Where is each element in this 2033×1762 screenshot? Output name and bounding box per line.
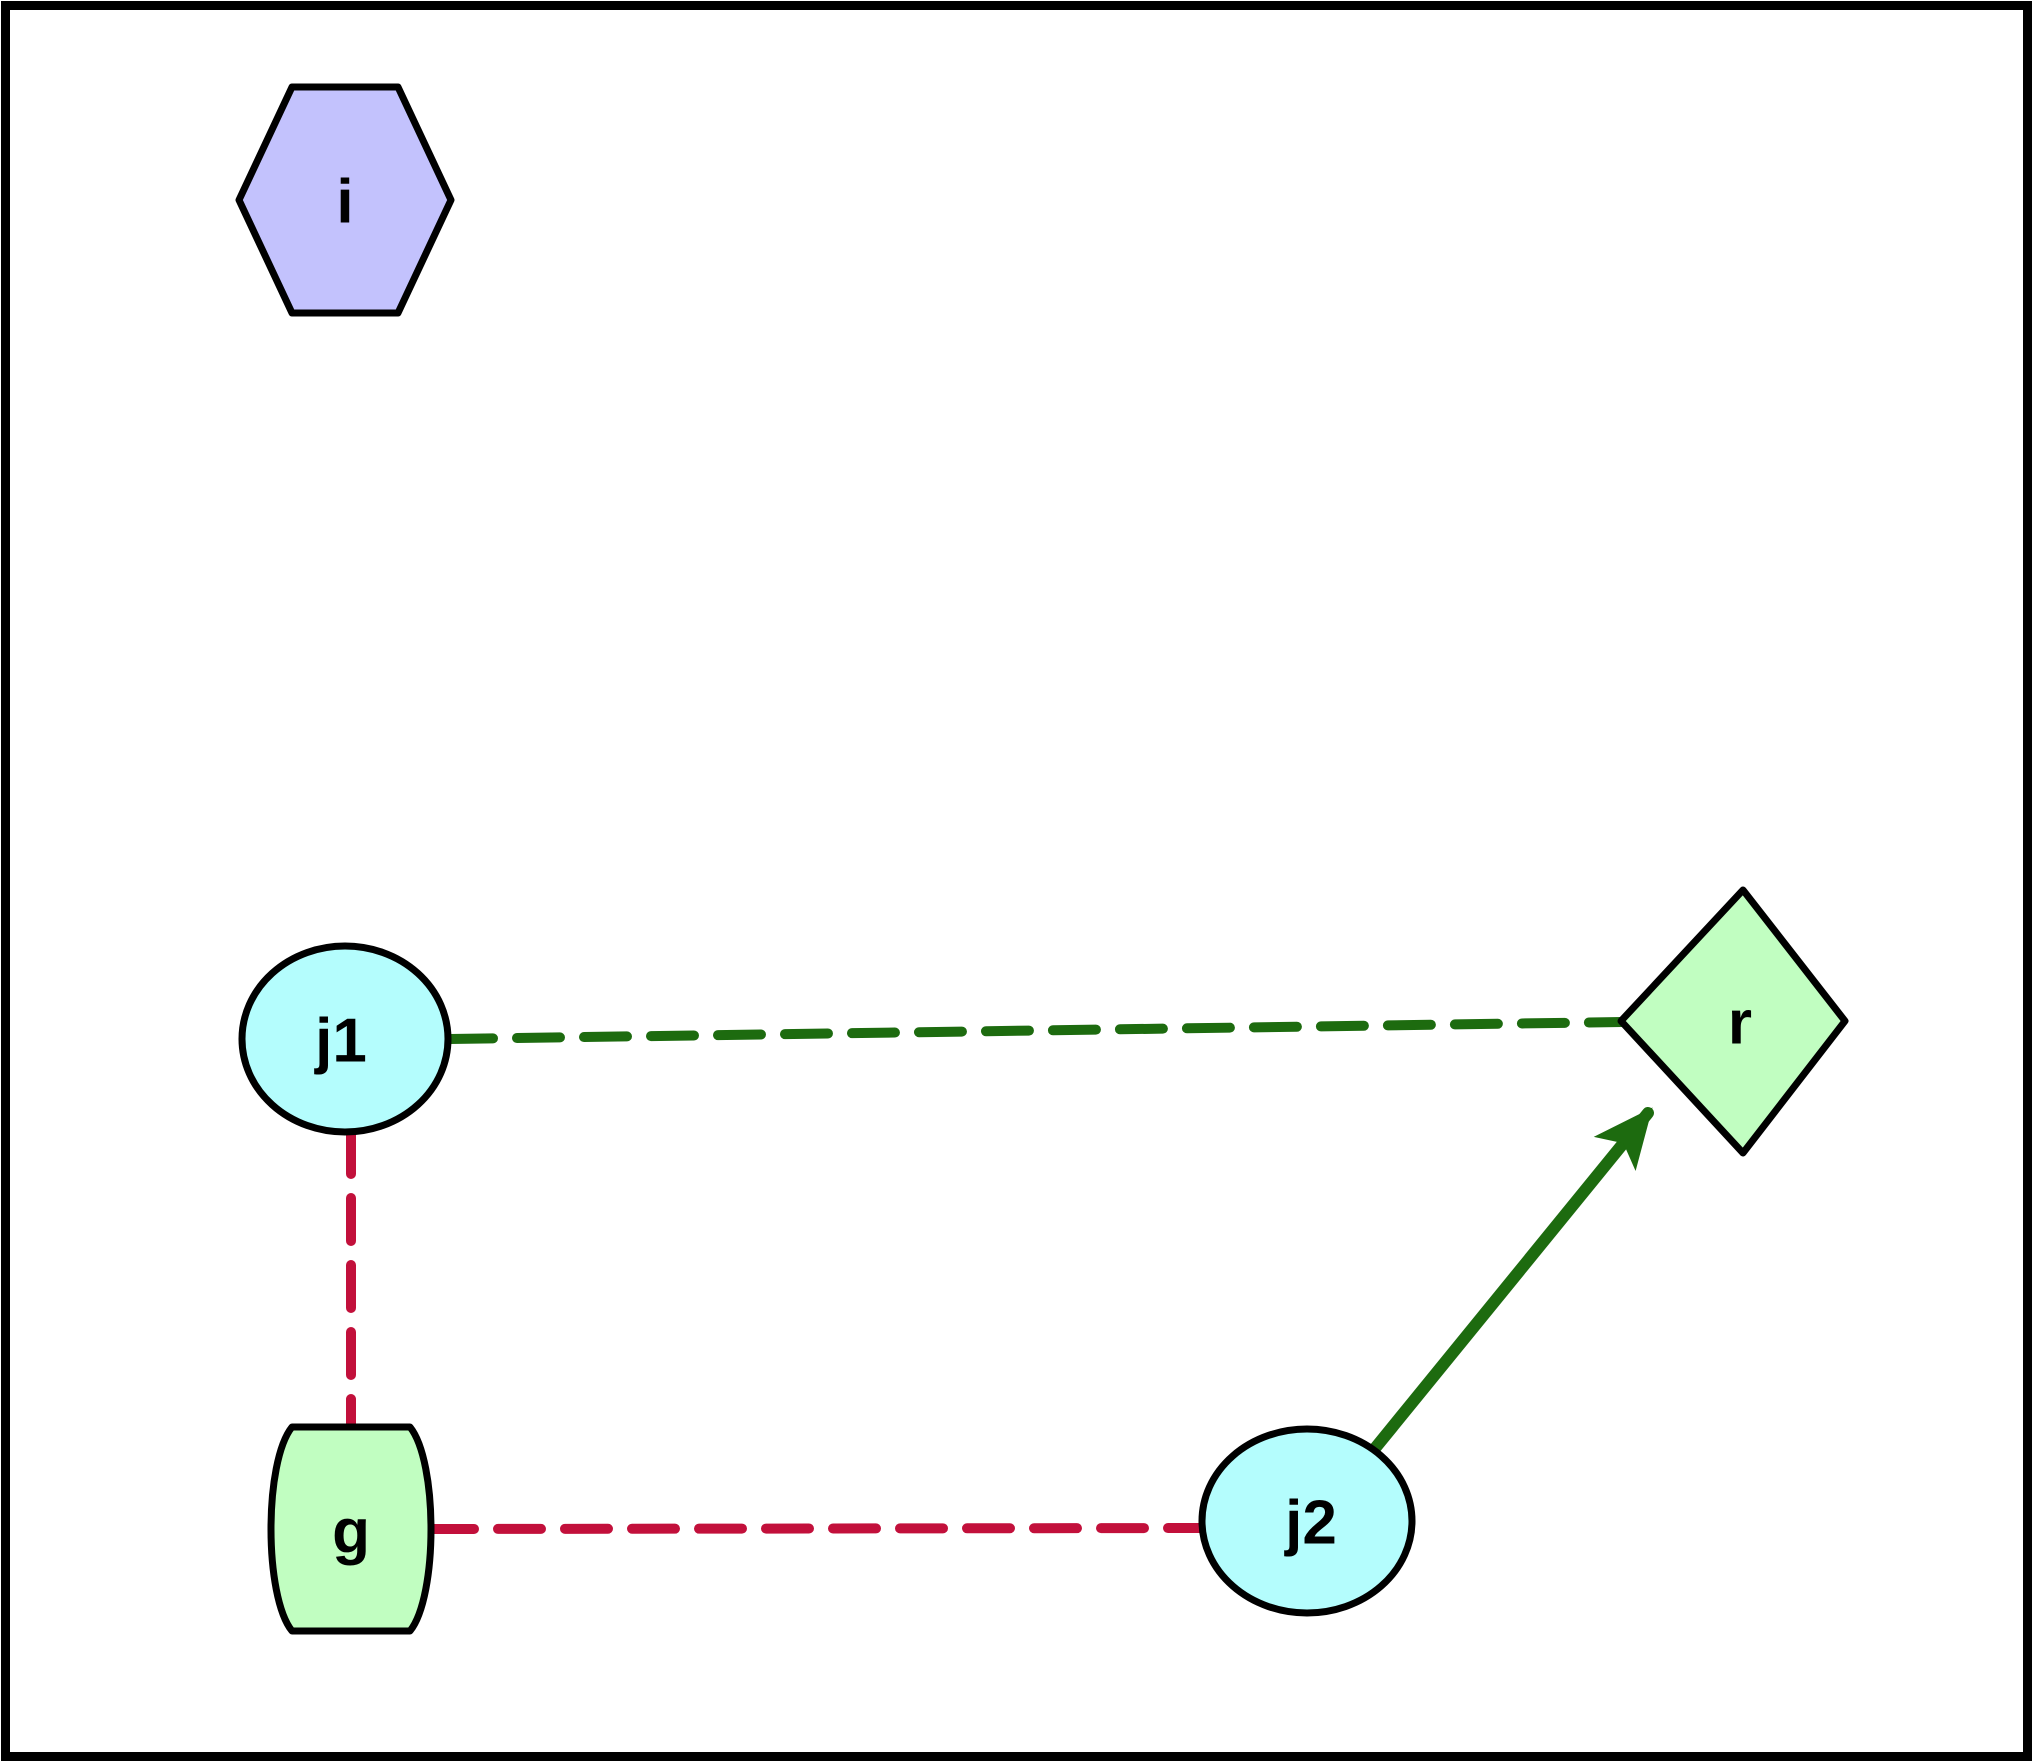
node-g-label: g	[332, 1498, 370, 1567]
node-g[interactable]: g	[267, 1423, 435, 1635]
node-j2-circle[interactable]	[1198, 1425, 1416, 1617]
node-j2[interactable]: j2	[1198, 1425, 1416, 1617]
node-i[interactable]: i	[235, 83, 455, 317]
edge-j2-r-arrow[interactable]	[1366, 1107, 1654, 1458]
node-r-diamond[interactable]	[1617, 886, 1849, 1157]
edge-g-j2[interactable]	[426, 1523, 1208, 1534]
node-i-label: i	[336, 168, 353, 237]
node-j2-label: j2	[1284, 1489, 1337, 1558]
node-g-barrel[interactable]	[267, 1423, 435, 1635]
edge-j1-r[interactable]	[445, 1017, 1627, 1044]
node-r-label: r	[1728, 989, 1752, 1058]
node-i-hexagon[interactable]	[235, 83, 455, 317]
edge-layer	[346, 1017, 1654, 1534]
node-j1-circle[interactable]	[238, 942, 452, 1136]
node-layer: i j1 g j2 r	[235, 83, 1849, 1635]
node-j1[interactable]: j1	[238, 942, 452, 1136]
node-r[interactable]: r	[1617, 886, 1849, 1157]
node-j1-label: j1	[314, 1007, 367, 1076]
